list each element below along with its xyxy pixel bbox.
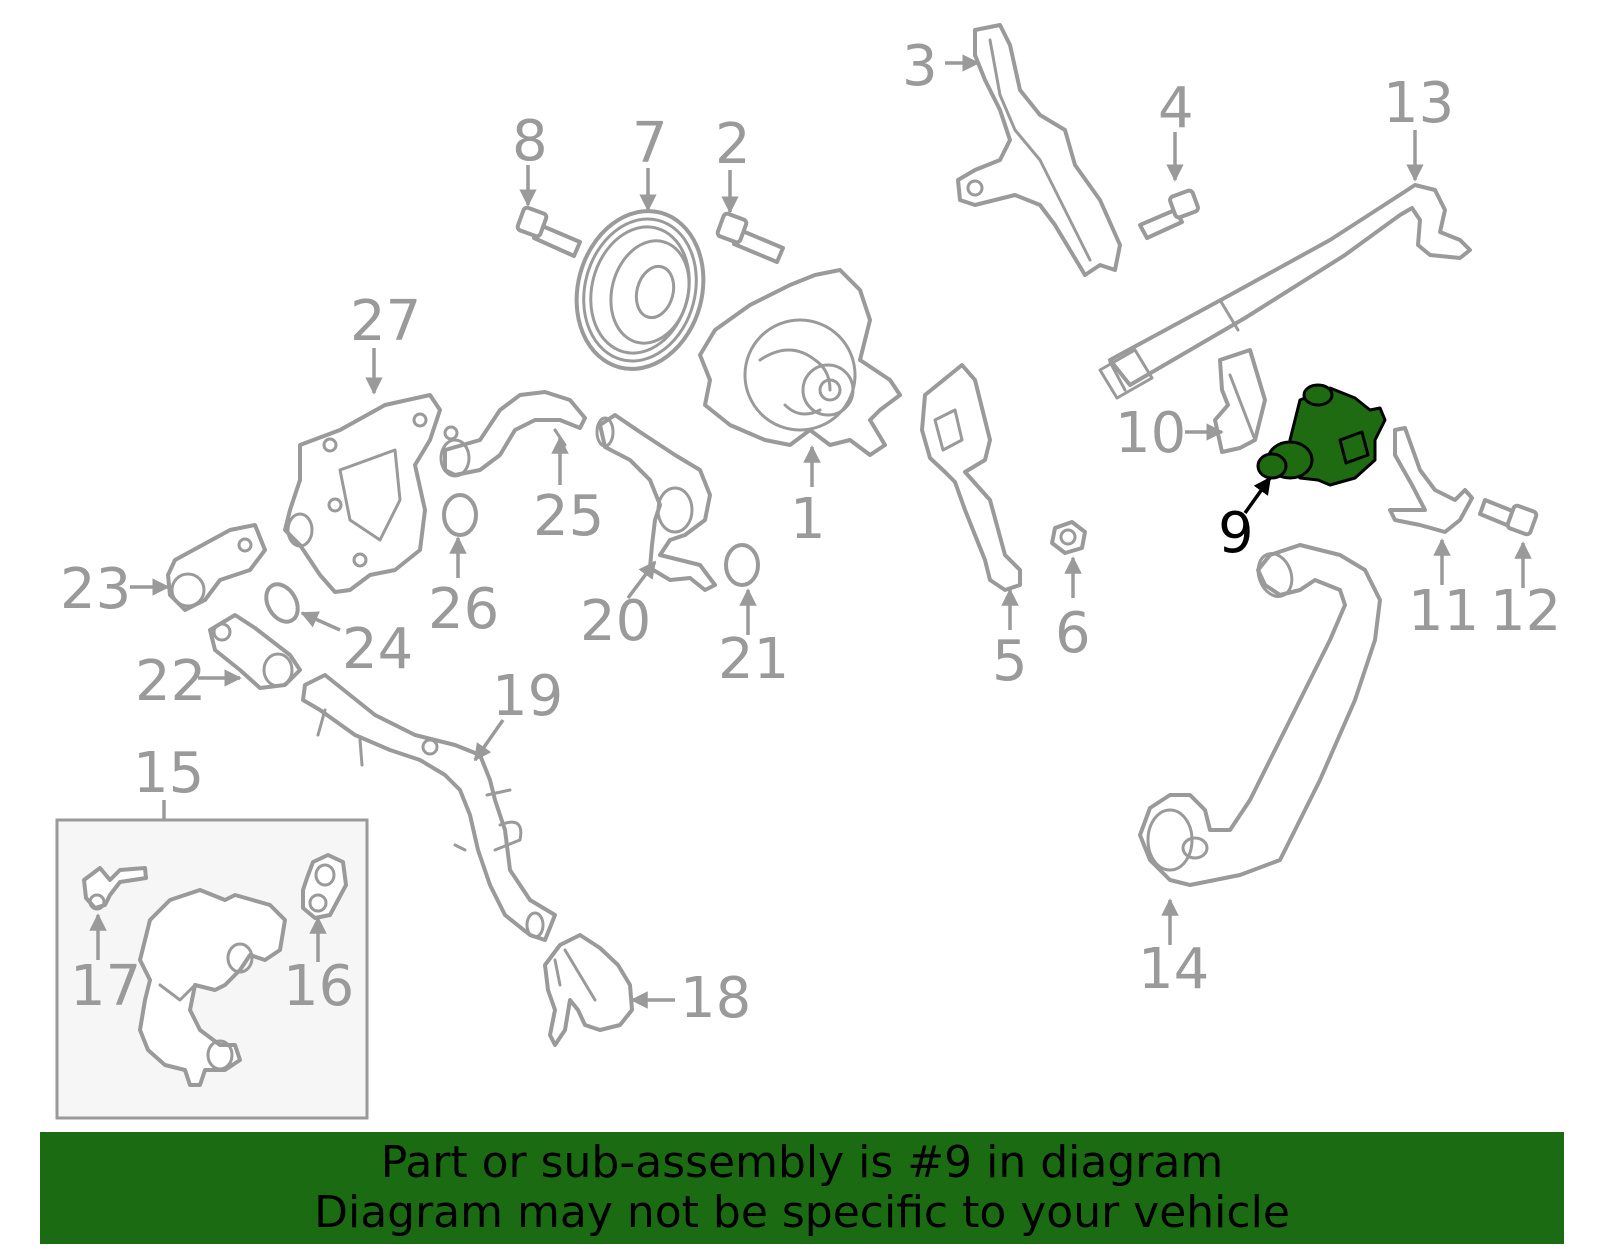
callout-13: 13 (1383, 71, 1454, 136)
callout-7: 7 (632, 111, 668, 176)
part-14-hose (1138, 543, 1382, 887)
part-26-o-ring (442, 493, 478, 537)
part-24-o-ring (264, 582, 300, 624)
part-23-housing (166, 523, 267, 612)
part-18-elbow (543, 933, 634, 1047)
info-banner: Part or sub-assembly is #9 in diagram Di… (40, 1132, 1564, 1244)
callout-26: 26 (428, 577, 499, 642)
part-1-water-pump (698, 268, 902, 457)
callout-25: 25 (533, 484, 604, 549)
part-2-bolt (715, 211, 785, 264)
part-15-assembly-box (55, 818, 369, 1120)
part-7-pulley (574, 209, 706, 371)
callout-18: 18 (680, 966, 751, 1031)
callout-20: 20 (580, 589, 651, 654)
part-21-o-ring (724, 543, 760, 587)
callout-15: 15 (133, 741, 204, 806)
callout-21: 21 (718, 627, 789, 692)
part-12-bolt (1478, 498, 1539, 537)
callout-16: 16 (283, 954, 354, 1019)
banner-line-1: Part or sub-assembly is #9 in diagram (380, 1137, 1224, 1188)
callout-14: 14 (1138, 937, 1209, 1002)
part-27-housing (283, 393, 442, 594)
callout-12: 12 (1490, 579, 1561, 644)
part-8-bolt (515, 205, 582, 258)
callout-17: 17 (70, 954, 141, 1019)
part-19-pipe (301, 673, 557, 942)
part-9-aux-water-pump[interactable] (1256, 383, 1387, 487)
part-13-hose (1098, 183, 1472, 400)
callout-8: 8 (512, 109, 548, 174)
callout-labels: 1 2 3 4 5 6 7 8 9 10 11 12 13 14 15 16 1… (60, 34, 1561, 1031)
part-5-bracket (920, 363, 1022, 592)
banner-line-2: Diagram may not be specific to your vehi… (314, 1187, 1290, 1238)
callout-1: 1 (790, 487, 826, 552)
callout-4: 4 (1158, 76, 1194, 141)
callout-6: 6 (1055, 601, 1091, 666)
part-11-bracket (1388, 426, 1474, 534)
callout-11: 11 (1408, 579, 1479, 644)
callout-23: 23 (60, 557, 131, 622)
callout-3: 3 (902, 34, 938, 99)
part-25-hose (439, 390, 587, 478)
callout-5: 5 (992, 629, 1028, 694)
part-22-fitting (208, 613, 302, 690)
callout-19: 19 (492, 664, 563, 729)
callout-24: 24 (342, 617, 413, 682)
callout-9[interactable]: 9 (1218, 501, 1254, 566)
part-6-nut (1050, 520, 1087, 555)
callout-2: 2 (715, 112, 751, 177)
part-10-bracket (1213, 348, 1267, 454)
callout-10: 10 (1115, 401, 1186, 466)
leader-lines (89, 54, 1532, 1009)
part-4-bolt (1138, 188, 1200, 240)
callout-22: 22 (135, 649, 206, 714)
part-3-shield (956, 23, 1122, 277)
callout-27: 27 (350, 289, 421, 354)
part-20-pipe (595, 413, 717, 592)
